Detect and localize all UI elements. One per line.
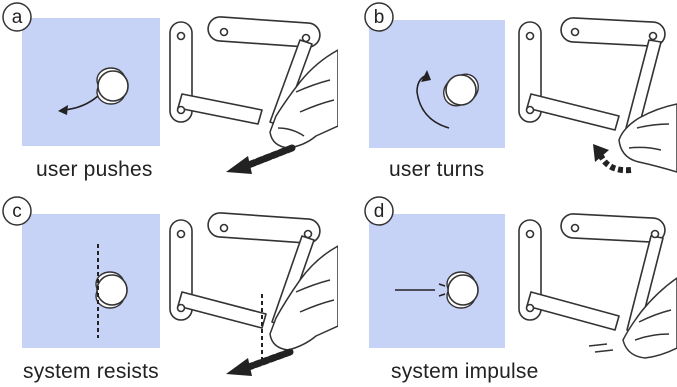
svg-text:d: d [374,201,385,222]
hand-icon [618,103,677,173]
svg-text:b: b [374,7,385,28]
caption-label: system resists [23,360,159,383]
touchpad-surface [369,20,505,148]
puck-icon [443,73,479,107]
linkage-mechanism-icon [169,212,321,329]
impulse-icon [395,283,446,297]
panel-b: b user turns [339,0,677,193]
touchpad-surface [369,214,505,348]
impulse-stroke-icon [588,343,614,353]
panel-a: a user pushes [0,0,338,193]
motion-arrow-icon [226,144,296,174]
badge-b: b [364,2,394,32]
left-arrow-icon [58,95,99,115]
caption-label: system impulse [391,360,539,383]
badge-d: d [364,196,394,226]
panel-d: d system impulse [339,194,677,387]
motion-arrow-icon [226,348,294,376]
caption-label: user pushes [36,158,153,181]
hand-icon [269,245,338,351]
linkage-mechanism-icon [518,213,666,333]
hand-icon [269,49,338,149]
caption-label: user turns [389,158,485,181]
svg-text:c: c [12,201,22,222]
badge-a: a [2,2,32,32]
panel-c: c system resists [0,194,338,387]
puck-icon [95,271,128,309]
puck-icon [446,271,479,309]
curved-arrow-icon [416,70,450,129]
touchpad-surface [22,18,160,146]
linkage-mechanism-icon [518,17,666,135]
hand-icon [622,277,677,359]
badge-c: c [2,196,32,226]
twist-arrow-icon [593,144,632,174]
svg-text:a: a [12,7,23,28]
touchpad-surface [22,214,160,348]
puck-icon [96,67,129,105]
